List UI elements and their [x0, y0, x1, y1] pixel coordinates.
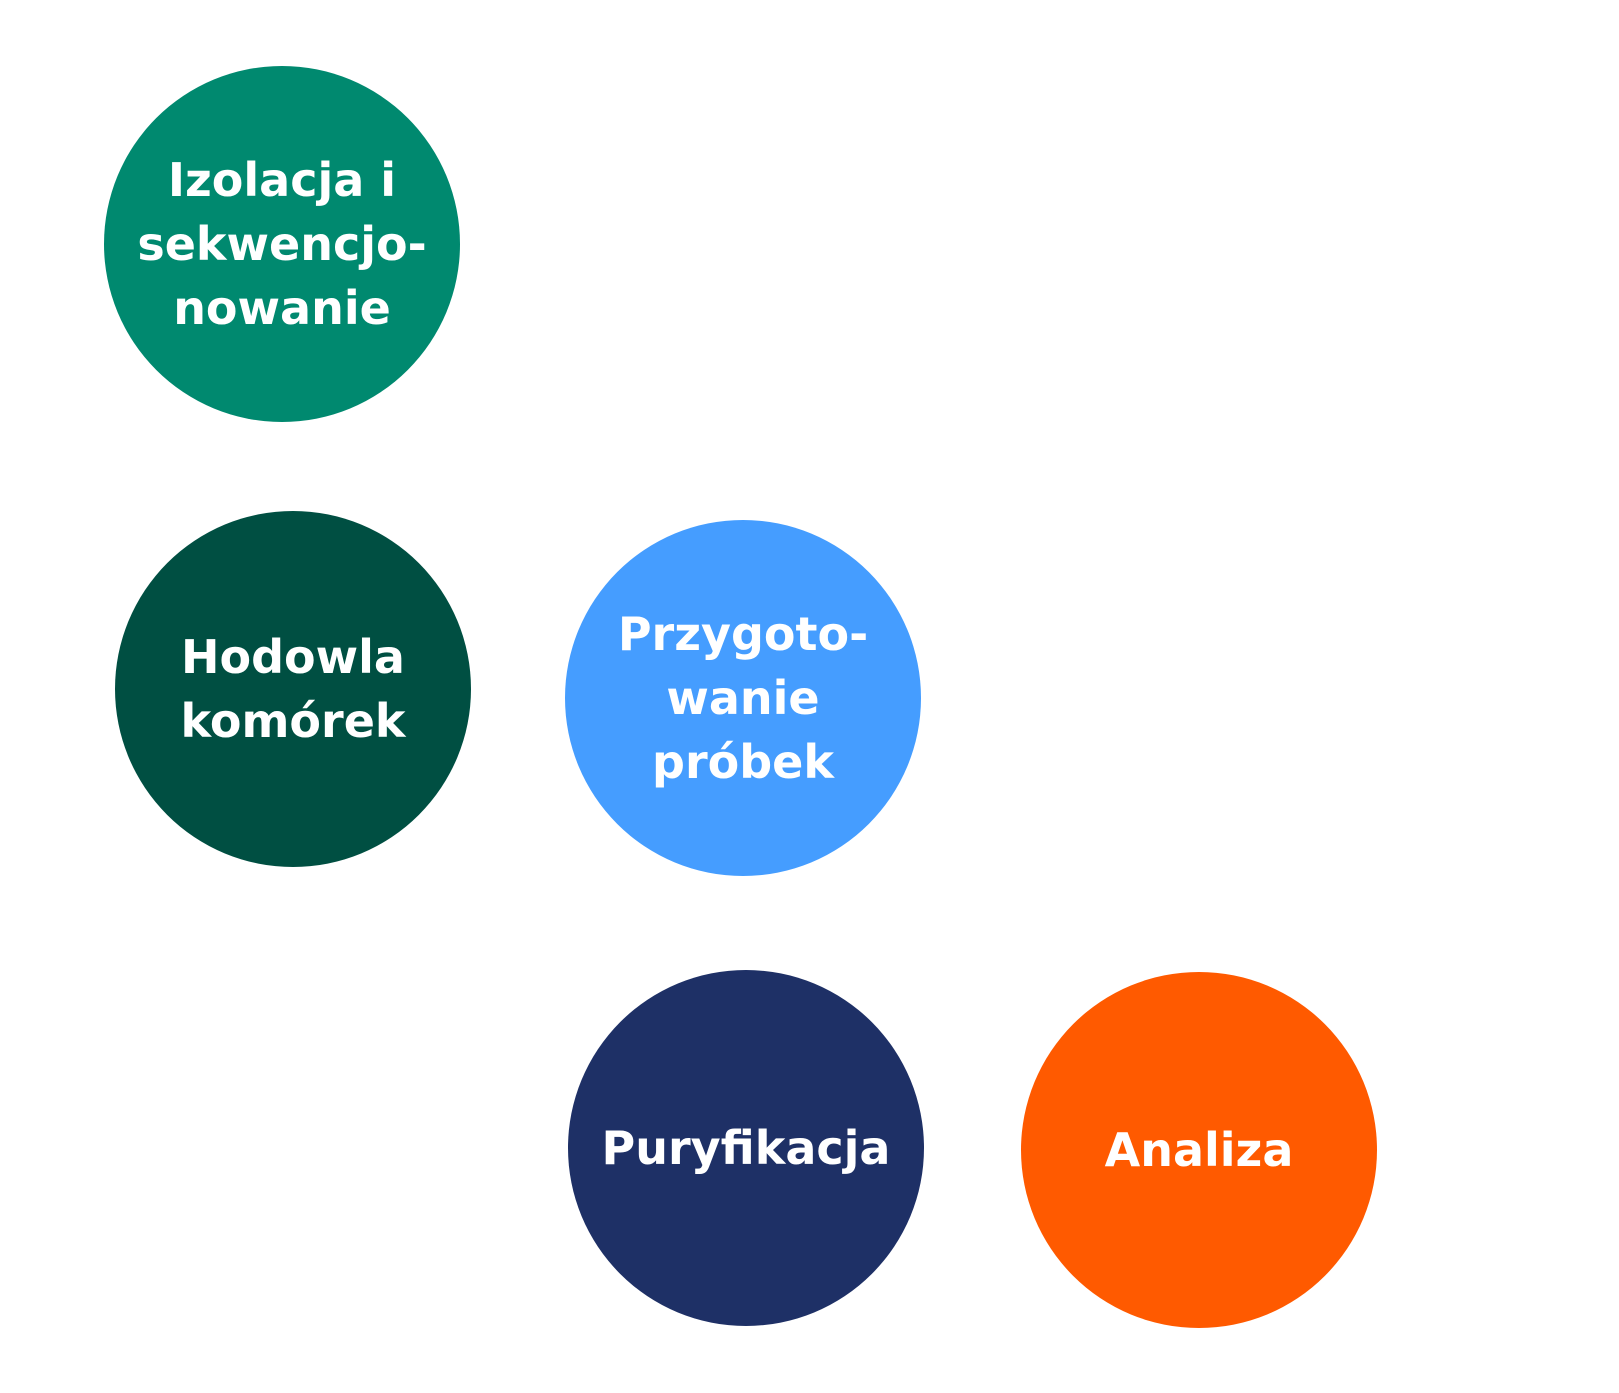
node-label-line: sekwencjo-: [137, 217, 427, 271]
node-label-line: Izolacja i: [167, 153, 397, 207]
node-label: Hodowla komórek: [181, 625, 406, 753]
node-label-line: próbek: [652, 735, 834, 789]
node-izolacja-i-sekwencjonowanie: Izolacja i sekwencjo- nowanie: [104, 66, 460, 422]
node-label: Przygoto- wanie próbek: [618, 602, 868, 794]
node-label-line: komórek: [180, 694, 406, 748]
node-label-line: Przygoto-: [617, 607, 869, 661]
node-przygotowanie-probek: Przygoto- wanie próbek: [565, 520, 921, 876]
node-analiza: Analiza: [1021, 972, 1377, 1328]
node-puryfikacja: Puryfikacja: [568, 970, 924, 1326]
node-label-line: Analiza: [1104, 1123, 1294, 1177]
node-label-line: wanie: [666, 671, 820, 725]
node-label: Analiza: [1105, 1118, 1294, 1182]
node-label: Puryfikacja: [602, 1116, 891, 1180]
node-label-line: Hodowla: [181, 630, 405, 684]
node-label-line: nowanie: [173, 281, 391, 335]
node-label: Izolacja i sekwencjo- nowanie: [137, 148, 426, 340]
node-label-line: Puryfikacja: [601, 1121, 891, 1175]
node-hodowla-komorek: Hodowla komórek: [115, 511, 471, 867]
